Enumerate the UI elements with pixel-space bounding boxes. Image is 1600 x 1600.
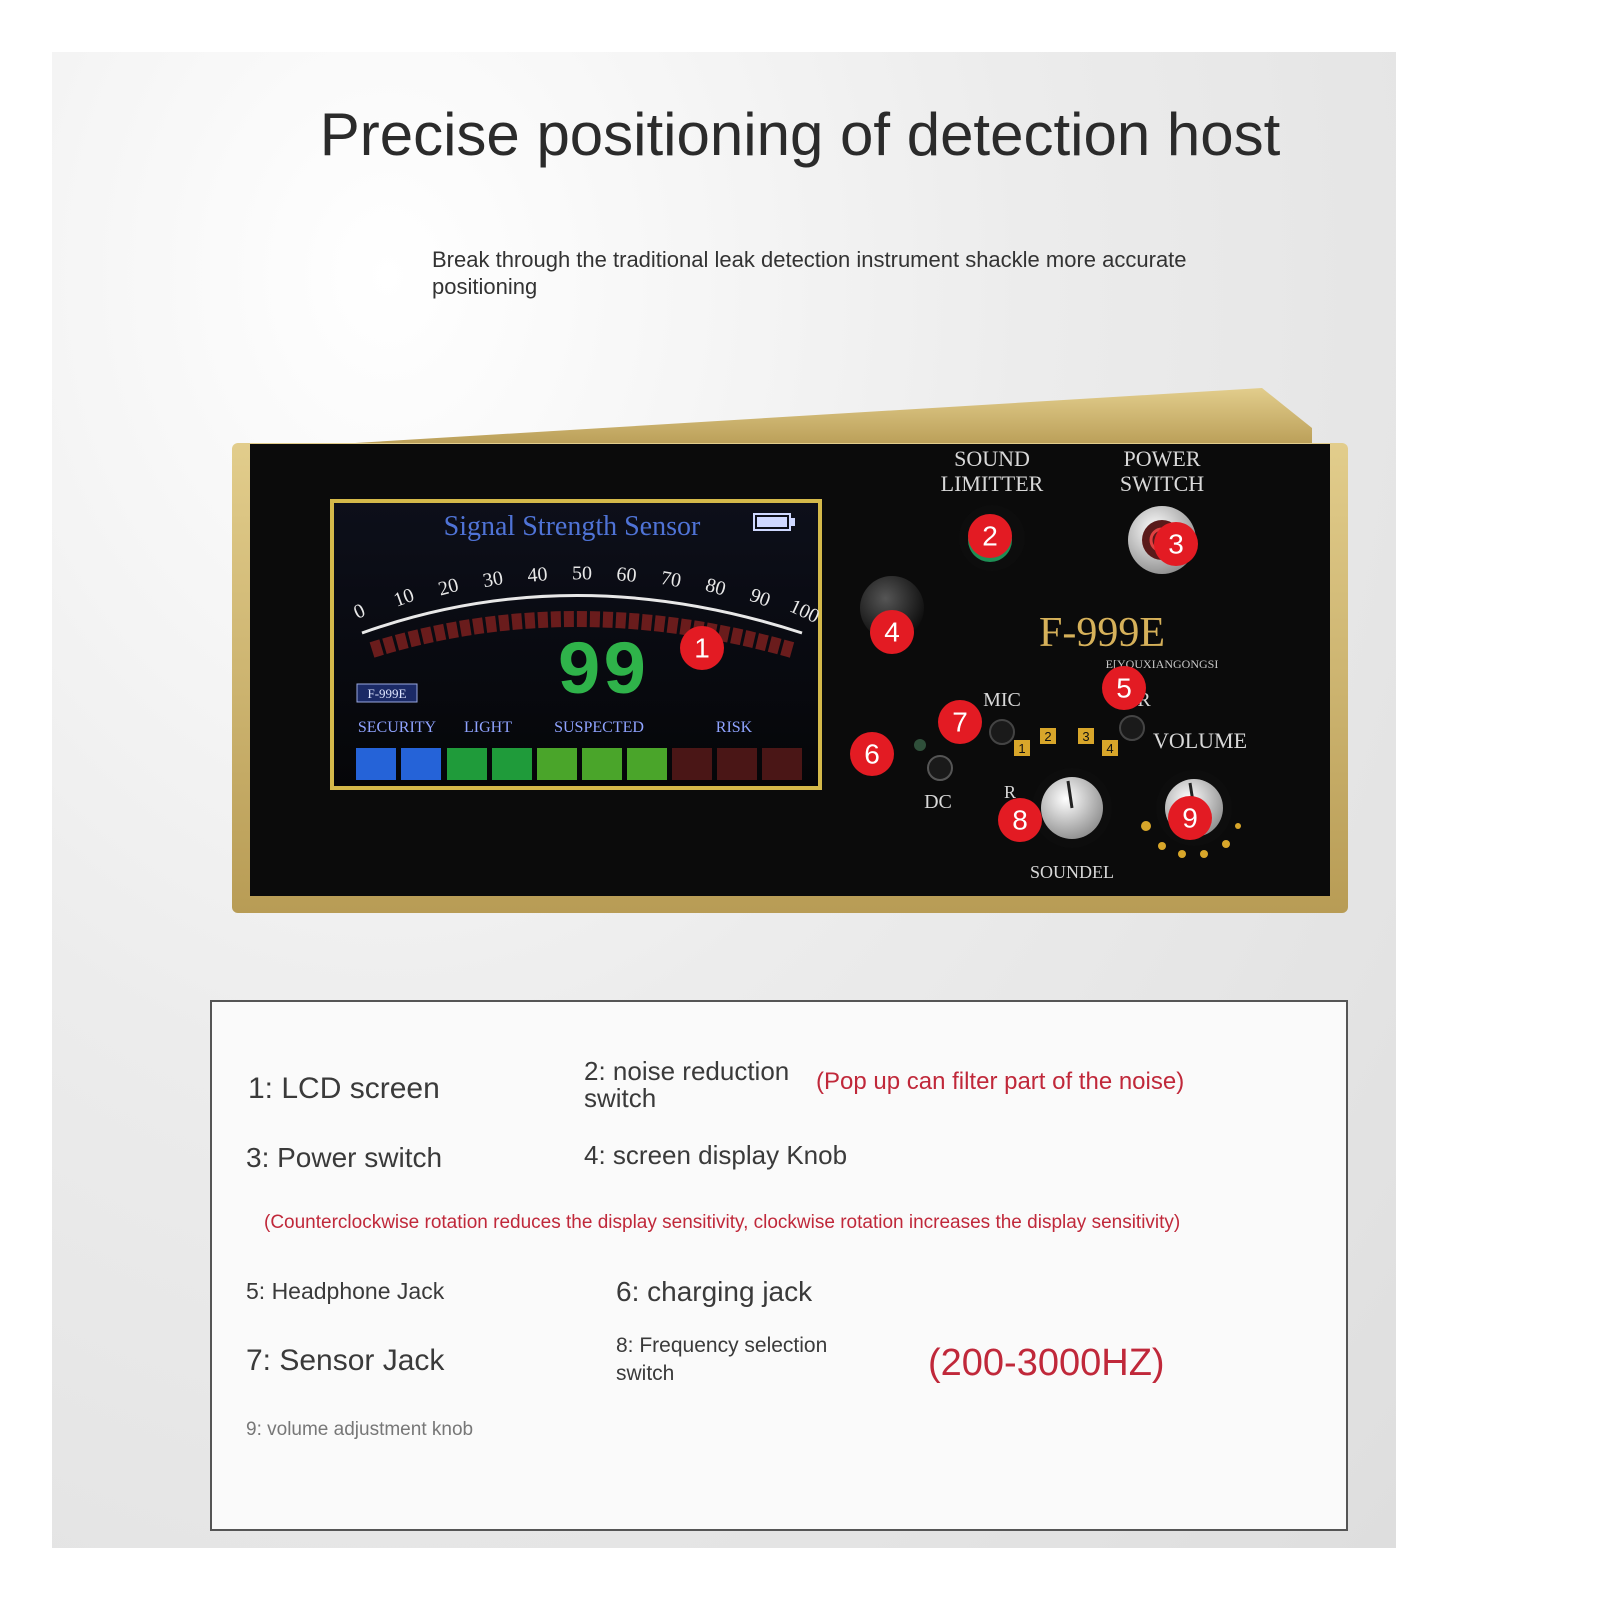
legend-item-2: 2: noise reduction switch xyxy=(584,1056,790,1113)
scale-arc xyxy=(361,594,803,635)
scale-tick-label: 60 xyxy=(616,563,638,587)
signal-bar-arc xyxy=(369,611,795,658)
sensor-jack xyxy=(989,719,1015,745)
headphone-jack xyxy=(1119,715,1145,741)
svg-text:3: 3 xyxy=(1082,729,1089,744)
category-light: LIGHT xyxy=(464,719,512,736)
scale-tick-label: 50 xyxy=(572,563,592,585)
battery-icon xyxy=(753,513,795,531)
led-indicator xyxy=(914,739,926,751)
legend-item-3: 3: Power switch xyxy=(246,1142,443,1173)
svg-text:6: 6 xyxy=(864,739,880,770)
legend-item-7: 7: Sensor Jack xyxy=(246,1344,445,1377)
page-title: Precise positioning of detection host xyxy=(319,101,1281,168)
marker-5: 5 xyxy=(1102,666,1146,710)
legend-item-9: 9: volume adjustment knob xyxy=(246,1419,474,1440)
mic-label: MIC xyxy=(983,689,1021,711)
marker-9: 9 xyxy=(1168,796,1212,840)
category-security: SECURITY xyxy=(358,719,437,736)
legend-item-4-note: (Counterclockwise rotation reduces the d… xyxy=(264,1212,1181,1233)
marker-3: 3 xyxy=(1154,522,1198,566)
marker-8: 8 xyxy=(998,798,1042,842)
legend-item-2-note: (Pop up can filter part of the noise) xyxy=(816,1068,1185,1095)
maker-text: E[YOUXIANGONGSI xyxy=(1106,657,1219,671)
lcd-model-badge: F-999E xyxy=(368,686,407,701)
svg-text:4: 4 xyxy=(1106,741,1113,756)
marker-6: 6 xyxy=(850,732,894,776)
scale-tick-label: 40 xyxy=(527,563,549,587)
svg-text:2: 2 xyxy=(1044,729,1051,744)
charging-jack xyxy=(927,755,953,781)
svg-text:7: 7 xyxy=(952,707,968,738)
svg-text:3: 3 xyxy=(1168,529,1184,560)
sound-del-label: SOUNDEL xyxy=(1030,862,1114,882)
marker-7: 7 xyxy=(938,700,982,744)
lcd-reading: 99 xyxy=(556,630,647,716)
volume-label: VOLUME xyxy=(1153,728,1247,753)
legend-item-5: 5: Headphone Jack xyxy=(246,1278,445,1304)
volume-dots xyxy=(1141,821,1241,858)
sound-limiter-label: SOUND xyxy=(954,446,1030,471)
power-switch-label-2: SWITCH xyxy=(1120,471,1204,496)
svg-text:9: 9 xyxy=(1182,803,1198,834)
scale-tick-label: 30 xyxy=(481,567,505,592)
svg-text:2: 2 xyxy=(982,521,998,552)
marker-1: 1 xyxy=(680,626,724,670)
dc-label: DC xyxy=(924,791,952,813)
svg-text:1: 1 xyxy=(1018,741,1025,756)
level-blocks xyxy=(356,748,802,780)
case-top xyxy=(252,388,1312,448)
legend-item-1: 1: LCD screen xyxy=(248,1072,440,1105)
svg-text:8: 8 xyxy=(1012,805,1028,836)
freq-r-label: R xyxy=(1004,782,1016,802)
lcd-title: Signal Strength Sensor xyxy=(444,511,701,542)
svg-text:4: 4 xyxy=(884,617,900,648)
sound-limiter-label-2: LIMITTER xyxy=(941,471,1044,496)
legend-box: 1: LCD screen 2: noise reduction switch … xyxy=(210,1000,1348,1531)
svg-text:1: 1 xyxy=(694,633,710,664)
category-risk: RISK xyxy=(716,719,753,736)
scale-tick-label: 70 xyxy=(659,567,683,592)
legend-item-8: 8: Frequency selection switch xyxy=(616,1334,828,1385)
legend-item-4: 4: screen display Knob xyxy=(584,1140,848,1170)
svg-text:5: 5 xyxy=(1116,673,1132,704)
category-suspected: SUSPECTED xyxy=(554,719,644,736)
frequency-numbers: 1 2 3 4 xyxy=(1014,728,1118,756)
page-subtitle: Break through the traditional leak detec… xyxy=(432,247,1187,299)
legend-item-8-note: (200-3000HZ) xyxy=(928,1342,1165,1384)
power-switch-label: POWER xyxy=(1124,446,1201,471)
marker-2: 2 xyxy=(968,514,1012,558)
model-name: F-999E xyxy=(1039,610,1165,656)
legend-item-6: 6: charging jack xyxy=(616,1276,813,1307)
marker-4: 4 xyxy=(870,610,914,654)
